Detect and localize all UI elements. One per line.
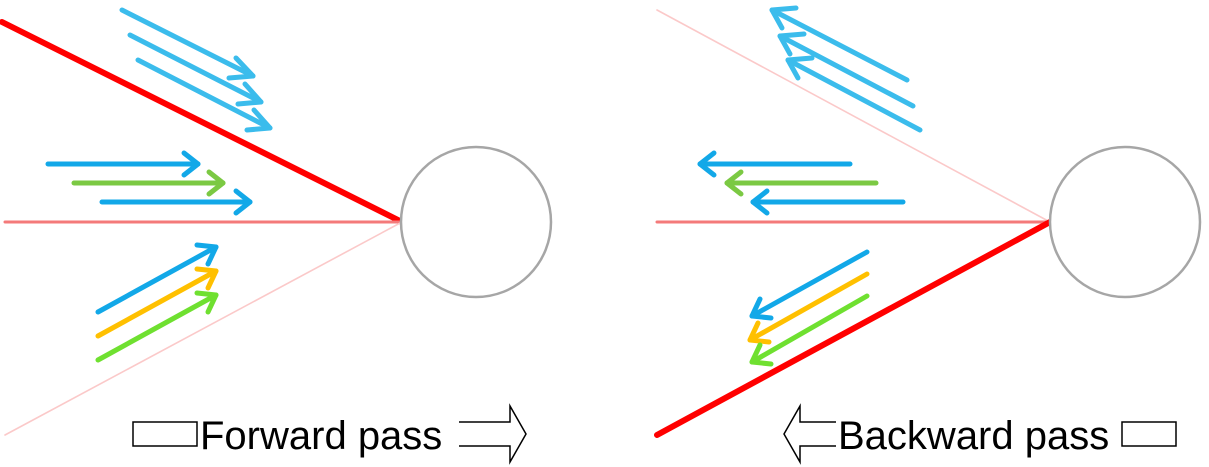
forward-bottom-edge [4, 221, 403, 436]
backward-top-arrow [785, 55, 923, 133]
backward-bottom-arrow [749, 293, 870, 367]
forward-pass-label: Forward pass [200, 414, 442, 458]
forward-bottom-arrow [95, 242, 219, 315]
backward-outline-arrow-tail [1121, 421, 1177, 447]
forward-middle-arrow [99, 188, 253, 216]
backward-direction-banner: Backward pass [783, 403, 1177, 465]
forward-top-arrow [119, 7, 256, 81]
backward-bottom-edge [654, 219, 1053, 438]
forward-bottom-arrow [95, 266, 219, 339]
backward-top-arrow [777, 31, 916, 109]
forward-middle-arrow-group [45, 150, 253, 216]
backward-middle-arrow [750, 188, 906, 216]
backward-top-arrow [769, 5, 910, 83]
backward-middle-arrow-group [697, 150, 906, 216]
backward-pass-label: Backward pass [838, 414, 1109, 458]
forward-top-edge [0, 19, 405, 225]
forward-outline-arrow-tail [132, 421, 198, 447]
backward-middle-arrow [724, 169, 879, 197]
backward-bottom-arrow [749, 249, 870, 321]
forward-direction-banner: Forward pass [132, 403, 527, 465]
forward-outline-arrow-head [459, 403, 527, 465]
backward-neuron-node [1048, 145, 1202, 299]
backward-bottom-arrow [747, 271, 870, 345]
forward-top-arrow [135, 57, 273, 133]
forward-top-arrow-group [119, 7, 273, 133]
forward-middle-arrow [71, 169, 226, 197]
forward-neuron-node [399, 145, 553, 299]
backward-panel: Backward pass [654, 5, 1202, 465]
backward-outline-arrow-head [783, 403, 836, 465]
forward-top-arrow [127, 32, 264, 107]
forward-bottom-arrow-group [95, 242, 219, 363]
backward-top-edge [656, 9, 1051, 223]
backward-bottom-arrow-group [747, 249, 870, 367]
backward-middle-arrow [697, 150, 853, 178]
backward-top-arrow-group [769, 5, 923, 133]
forward-panel: Forward pass [0, 7, 553, 465]
forward-bottom-arrow [95, 290, 219, 363]
forward-middle-arrow [45, 150, 201, 178]
